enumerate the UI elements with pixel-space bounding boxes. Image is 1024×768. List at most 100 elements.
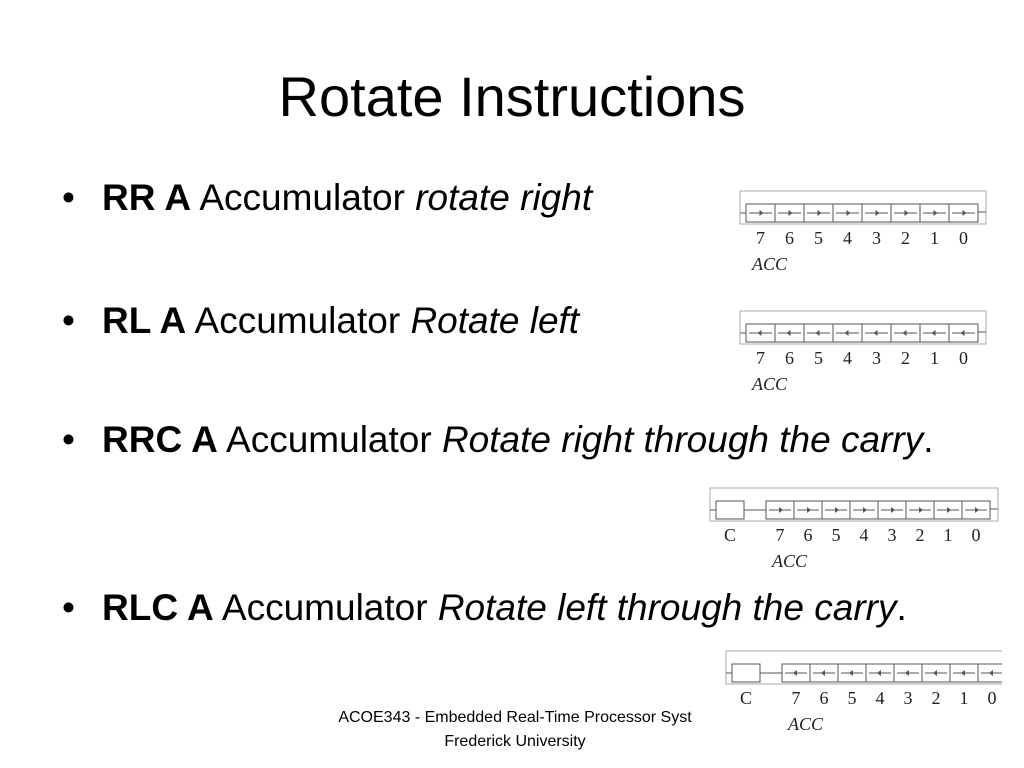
arrow-head bbox=[759, 210, 764, 216]
bit-label: 1 bbox=[944, 525, 953, 545]
arrow-head bbox=[873, 330, 878, 336]
description: Accumulator bbox=[217, 419, 442, 460]
arrow-head bbox=[960, 330, 965, 336]
arrow-head bbox=[846, 210, 851, 216]
bit-label: 6 bbox=[820, 688, 829, 708]
bit-label: 5 bbox=[848, 688, 857, 708]
rotate-loop bbox=[725, 650, 1002, 674]
bit-label: 6 bbox=[785, 348, 794, 368]
bullet-text: RLC A Accumulator Rotate left through th… bbox=[102, 583, 907, 633]
bit-label: 7 bbox=[756, 348, 765, 368]
carry-box bbox=[715, 500, 745, 520]
carry-label: C bbox=[740, 688, 752, 708]
bullet-dot: • bbox=[62, 300, 75, 341]
bullet-text: RR A Accumulator rotate right bbox=[102, 173, 592, 223]
arrow-head bbox=[815, 330, 820, 336]
arrow-head bbox=[757, 330, 762, 336]
mnemonic: RL A bbox=[102, 300, 187, 341]
arrow-head bbox=[891, 507, 895, 513]
arrow-head bbox=[904, 210, 909, 216]
acc-label: ACC bbox=[751, 374, 788, 394]
footer-course: ACOE343 - Embedded Real-Time Processor S… bbox=[338, 709, 692, 726]
arrow-head bbox=[919, 507, 923, 513]
bit-label: 3 bbox=[872, 228, 881, 248]
bit-label: 1 bbox=[960, 688, 969, 708]
arrow-head bbox=[863, 507, 867, 513]
description: Accumulator bbox=[213, 587, 438, 628]
arrow-head bbox=[875, 210, 880, 216]
description: Accumulator bbox=[186, 300, 411, 341]
bit-label: 0 bbox=[988, 688, 997, 708]
bit-label: 0 bbox=[959, 348, 968, 368]
arrow-head bbox=[835, 507, 839, 513]
bit-label: 6 bbox=[804, 525, 813, 545]
acc-label: ACC bbox=[771, 551, 808, 571]
bit-label: 2 bbox=[916, 525, 925, 545]
bit-label: 2 bbox=[932, 688, 941, 708]
bit-label: 7 bbox=[756, 228, 765, 248]
mnemonic: RRC A bbox=[102, 419, 218, 460]
slide-title: Rotate Instructions bbox=[278, 65, 746, 128]
loop-frame bbox=[739, 190, 987, 225]
bit-label: 7 bbox=[792, 688, 801, 708]
arrow-head bbox=[947, 507, 951, 513]
rotate-loop bbox=[709, 487, 999, 511]
bit-label: 5 bbox=[814, 348, 823, 368]
bullet-dot: • bbox=[62, 177, 75, 218]
footer-university: Frederick University bbox=[444, 733, 586, 750]
arrow-head bbox=[793, 670, 797, 676]
bit-label: 1 bbox=[930, 348, 939, 368]
operation: rotate right bbox=[415, 177, 593, 218]
arrow-head bbox=[933, 670, 937, 676]
operation: Rotate left through the carry bbox=[437, 587, 897, 628]
bit-label: 4 bbox=[843, 348, 852, 368]
carry-label: C bbox=[724, 525, 736, 545]
bit-label: 5 bbox=[832, 525, 841, 545]
arrow-head bbox=[786, 330, 791, 336]
arrow-head bbox=[779, 507, 783, 513]
arrow-head bbox=[962, 210, 967, 216]
arrow-head bbox=[807, 507, 811, 513]
arrow-head bbox=[877, 670, 881, 676]
arrow-head bbox=[788, 210, 793, 216]
bit-label: 3 bbox=[872, 348, 881, 368]
bullet-text: RL A Accumulator Rotate left bbox=[102, 296, 579, 346]
bullet-dot: • bbox=[62, 419, 75, 460]
bit-label: 2 bbox=[901, 348, 910, 368]
arrow-head bbox=[931, 330, 936, 336]
arrow-head bbox=[933, 210, 938, 216]
arrow-head bbox=[961, 670, 965, 676]
tail: . bbox=[896, 587, 907, 628]
arrow-head bbox=[902, 330, 907, 336]
bit-label: 7 bbox=[776, 525, 785, 545]
arrow-head bbox=[821, 670, 825, 676]
bit-label: 2 bbox=[901, 228, 910, 248]
tail: . bbox=[923, 419, 934, 460]
arrow-head bbox=[905, 670, 909, 676]
arrow-head bbox=[849, 670, 853, 676]
mnemonic: RLC A bbox=[102, 587, 214, 628]
loop-frame bbox=[739, 310, 987, 345]
arrow-head bbox=[817, 210, 822, 216]
bit-label: 3 bbox=[888, 525, 897, 545]
arrow-head bbox=[975, 507, 979, 513]
bit-label: 4 bbox=[876, 688, 885, 708]
acc-label: ACC bbox=[787, 714, 824, 734]
description: Accumulator bbox=[191, 177, 416, 218]
loop-frame bbox=[725, 650, 1002, 685]
mnemonic: RR A bbox=[102, 177, 192, 218]
bullet-dot: • bbox=[62, 587, 75, 628]
bit-label: 3 bbox=[904, 688, 913, 708]
bullet-text: RRC A Accumulator Rotate right through t… bbox=[102, 415, 934, 465]
arrow-head bbox=[989, 670, 993, 676]
bit-label: 0 bbox=[972, 525, 981, 545]
loop-frame bbox=[709, 487, 999, 522]
operation: Rotate left bbox=[410, 300, 580, 341]
